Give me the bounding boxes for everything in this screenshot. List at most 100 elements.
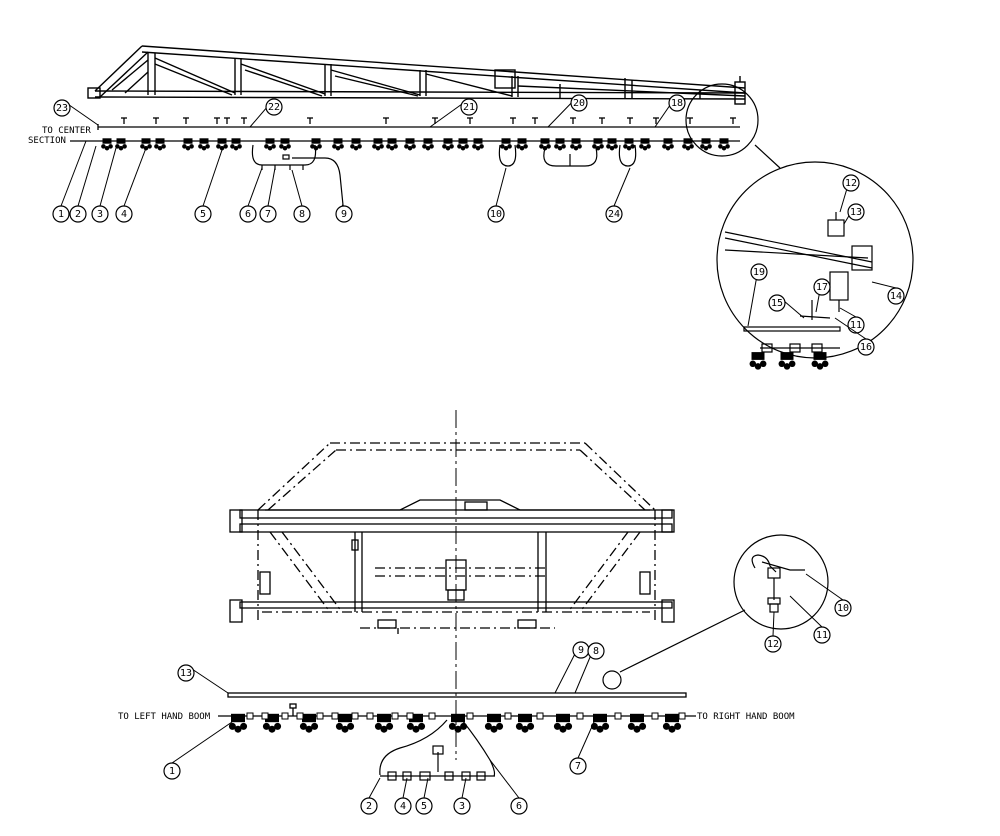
callout-23: 23 (53, 99, 99, 126)
nozzle-icon (700, 138, 712, 151)
callout-21: 21 (429, 98, 478, 128)
svg-text:23: 23 (56, 103, 68, 114)
svg-text:13: 13 (180, 668, 192, 679)
svg-text:12: 12 (767, 639, 779, 650)
section-label: SECTION (28, 136, 66, 146)
bracket-icon (532, 117, 538, 124)
svg-text:1: 1 (58, 209, 64, 220)
nozzle-icon (627, 713, 647, 733)
center-frame (229, 442, 675, 634)
svg-text:11: 11 (816, 630, 828, 641)
fitting-icon (391, 712, 399, 720)
svg-text:14: 14 (890, 291, 902, 302)
nozzle-icon (115, 138, 127, 151)
callout-4: 4 (394, 777, 412, 815)
nozzle-icon (515, 713, 535, 733)
fitting-icon (466, 712, 474, 720)
nozzle-icon (372, 138, 384, 151)
svg-text:12: 12 (845, 178, 857, 189)
svg-text:4: 4 (400, 801, 406, 812)
nozzle-icon (484, 713, 504, 733)
callout-6: 6 (239, 167, 263, 223)
fitting-icon (366, 712, 374, 720)
nozzle-icon (404, 138, 416, 151)
svg-text:20: 20 (573, 98, 585, 109)
svg-text:10: 10 (490, 209, 502, 220)
callout-3: 3 (453, 777, 471, 815)
callout-6: 6 (489, 759, 528, 815)
nozzle-icon (350, 138, 362, 151)
fitting-icon (428, 712, 436, 720)
callout-1: 1 (163, 721, 233, 780)
svg-text:21: 21 (463, 102, 475, 113)
nozzle-icon (570, 138, 582, 151)
nozzle-icon (662, 138, 674, 151)
svg-text:17: 17 (816, 282, 828, 293)
callout-8: 8 (291, 169, 311, 223)
callout-13: 13 (177, 664, 229, 694)
svg-text:3: 3 (97, 209, 103, 220)
callout-4: 4 (115, 147, 147, 223)
to-left-hand-boom-label: TO LEFT HAND BOOM (118, 712, 211, 722)
nozzle-icon (623, 138, 635, 151)
svg-text:4: 4 (121, 209, 127, 220)
nozzle-icon (228, 713, 248, 733)
fitting-icon (651, 712, 659, 720)
bracket-icon (383, 117, 389, 124)
svg-text:9: 9 (341, 209, 347, 220)
svg-text:1: 1 (169, 766, 175, 777)
bracket-icon (224, 117, 230, 124)
bracket-icon (153, 117, 159, 124)
nozzle-icon (198, 138, 210, 151)
svg-text:3: 3 (459, 801, 465, 812)
nozzle-icon (442, 138, 454, 151)
nozzle-icon (662, 713, 682, 733)
fitting-icon (331, 712, 339, 720)
callout-12: 12 (764, 611, 782, 653)
detail-callouts-lower: 10 11 12 (764, 573, 852, 653)
detail-nozzles (749, 352, 829, 370)
nozzle-icon (749, 352, 767, 370)
callout-8: 8 (574, 642, 605, 694)
detail-circle-lower (602, 534, 829, 690)
svg-text:5: 5 (421, 801, 427, 812)
nozzle-icon (592, 138, 604, 151)
svg-text:8: 8 (593, 646, 599, 657)
bracket-icon (307, 117, 313, 124)
hose-loops (251, 144, 637, 206)
fitting-icon (296, 712, 304, 720)
nozzle-icon (639, 138, 651, 151)
fitting-icon (281, 712, 289, 720)
svg-text:7: 7 (575, 761, 581, 772)
svg-text:11: 11 (850, 320, 862, 331)
callout-5: 5 (194, 149, 223, 223)
bracket-icon (687, 117, 693, 124)
callout-24: 24 (605, 167, 631, 223)
svg-text:6: 6 (245, 209, 251, 220)
svg-text:16: 16 (860, 342, 872, 353)
fitting-icon (614, 712, 622, 720)
nozzle-icon (516, 138, 528, 151)
svg-text:10: 10 (837, 603, 849, 614)
callout-22: 22 (249, 98, 283, 128)
fitting-icon (504, 712, 512, 720)
fitting-icon (536, 712, 544, 720)
callout-9: 9 (335, 204, 353, 223)
nozzle-icon (374, 713, 394, 733)
callout-1: 1 (52, 140, 87, 223)
nozzle-icon (332, 138, 344, 151)
fitting-icon (246, 712, 254, 720)
svg-text:8: 8 (299, 209, 305, 220)
nozzle-icon (310, 138, 322, 151)
nozzle-icon (422, 138, 434, 151)
callout-5: 5 (415, 777, 433, 815)
svg-text:7: 7 (265, 209, 271, 220)
lower-bracket-row (246, 712, 686, 720)
callout-2: 2 (360, 777, 381, 815)
nozzle-icon (264, 138, 276, 151)
nozzle-icon (279, 138, 291, 151)
callout-16: 16 (834, 317, 875, 356)
bracket-icon (183, 117, 189, 124)
